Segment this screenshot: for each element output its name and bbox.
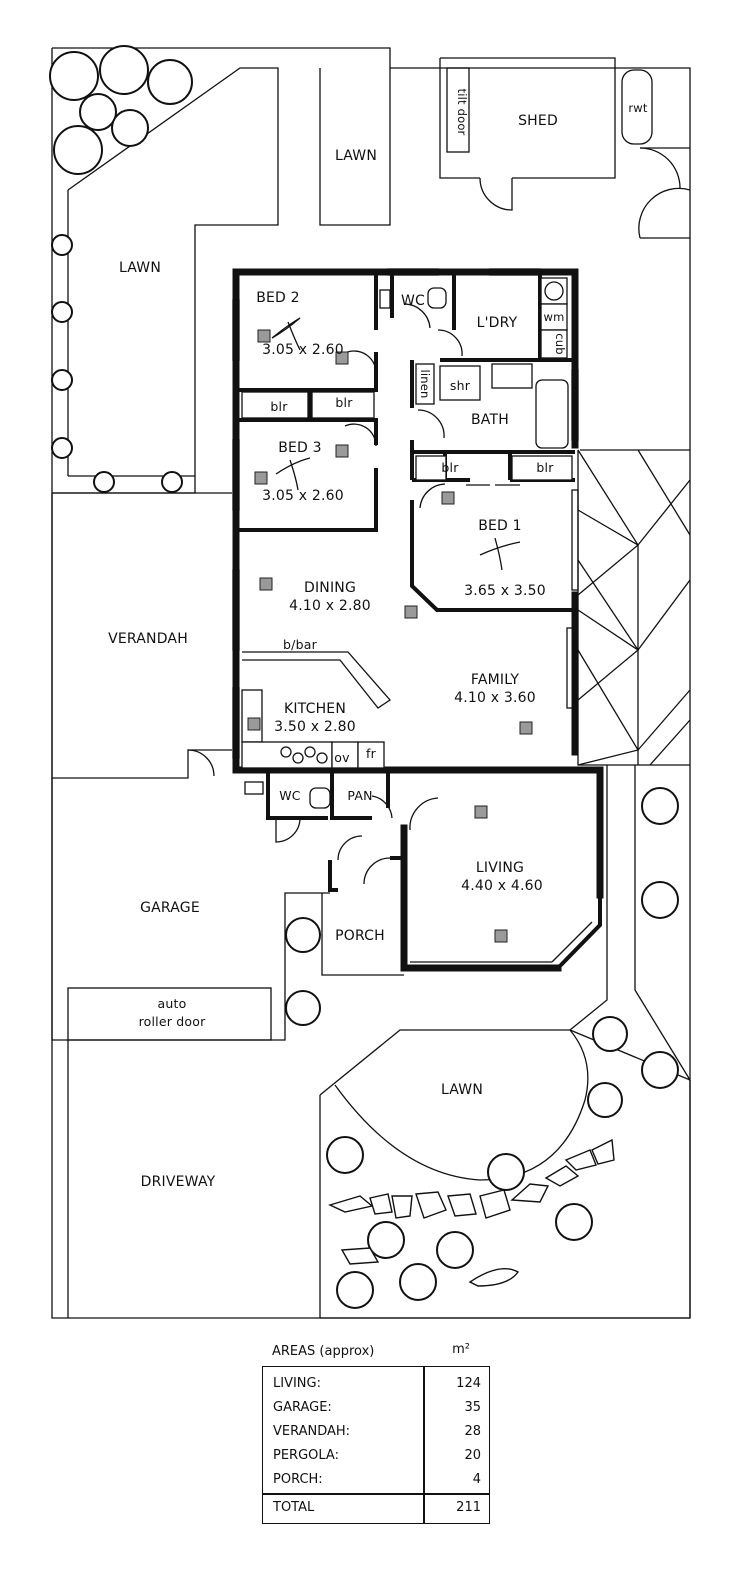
wc-lower-label: WC (279, 788, 301, 803)
areas-row-name: VERANDAH: (273, 1424, 351, 1439)
areas-total-value: 211 (456, 1500, 481, 1515)
pan-label: PAN (347, 788, 372, 803)
bed3-size: 3.05 x 2.60 (262, 488, 344, 504)
shed: SHED tilt door rwt (439, 57, 653, 211)
areas-total-row: TOTAL 211 (263, 1497, 489, 1521)
room-labels: LAWN LAWN BED 2 3.05 x 2.60 WC L'DRY wm … (108, 148, 567, 1190)
dining-label: DINING (304, 580, 356, 596)
bed1-label: BED 1 (478, 518, 522, 534)
rwt-label: rwt (628, 101, 648, 115)
blr-bed2b-label: blr (335, 395, 353, 410)
areas-row-value: 20 (464, 1448, 481, 1463)
areas-divider (423, 1367, 425, 1523)
areas-box: LIVING: 124 GARAGE: 35 VERANDAH: 28 PERG… (262, 1366, 490, 1524)
shr-label: shr (450, 378, 471, 393)
lawn-left-label: LAWN (119, 260, 161, 276)
areas-table: AREAS (approx) m² LIVING: 124 GARAGE: 35… (262, 1340, 490, 1524)
fr-label: fr (366, 746, 377, 761)
porch-label: PORCH (335, 928, 385, 944)
bath-label: BATH (471, 412, 509, 428)
verandah-label: VERANDAH (108, 631, 188, 647)
roller-door-label-1: auto (158, 996, 187, 1011)
areas-unit: m² (452, 1342, 470, 1357)
wm-label: wm (543, 310, 564, 324)
pergola (577, 449, 691, 766)
bbar-label: b/bar (283, 637, 318, 652)
shed-label: SHED (518, 113, 558, 129)
driveway-label: DRIVEWAY (141, 1174, 216, 1190)
blr-bed1a-label: blr (441, 460, 459, 475)
areas-row: VERANDAH: 28 (263, 1421, 489, 1445)
fixtures (241, 277, 573, 809)
living-label: LIVING (476, 860, 524, 876)
areas-row-value: 4 (472, 1472, 481, 1487)
areas-row-name: PORCH: (273, 1472, 323, 1487)
trees (49, 45, 679, 1309)
areas-row-value: 35 (464, 1400, 481, 1415)
bed2-label: BED 2 (256, 290, 300, 306)
wc-upper-label: WC (401, 293, 425, 309)
areas-row: PERGOLA: 20 (263, 1445, 489, 1469)
blr-bed2a-label: blr (270, 399, 288, 414)
areas-row-value: 124 (456, 1376, 481, 1391)
tilt-door-label: tilt door (455, 89, 469, 136)
bed3-label: BED 3 (278, 440, 322, 456)
site-lines (51, 47, 691, 1319)
living-size: 4.40 x 4.60 (461, 878, 543, 894)
areas-title: AREAS (approx) (272, 1344, 375, 1359)
vents (247, 329, 533, 943)
blr-bed1b-label: blr (536, 460, 554, 475)
ceiling-fans (271, 317, 521, 571)
areas-row-name: GARAGE: (273, 1400, 332, 1415)
linen-label: linen (418, 369, 432, 398)
lawn-top-label: LAWN (335, 148, 377, 164)
areas-total-name: TOTAL (273, 1500, 315, 1515)
dining-size: 4.10 x 2.80 (289, 598, 371, 614)
rockery (328, 1138, 615, 1287)
family-size: 4.10 x 3.60 (454, 690, 536, 706)
cub-label: cub (553, 333, 567, 355)
roller-door-label-2: roller door (139, 1014, 206, 1029)
kitchen-label: KITCHEN (284, 701, 346, 717)
garage-label: GARAGE (140, 900, 200, 916)
doors-windows (187, 268, 579, 885)
areas-row-name: LIVING: (273, 1376, 321, 1391)
areas-row: LIVING: 124 (263, 1373, 489, 1397)
areas-row-value: 28 (464, 1424, 481, 1439)
bed2-size: 3.05 x 2.60 (262, 342, 344, 358)
areas-row-name: PERGOLA: (273, 1448, 339, 1463)
ov-label: ov (334, 750, 350, 765)
areas-total-rule (263, 1493, 489, 1495)
laundry-label: L'DRY (477, 315, 518, 331)
areas-row: GARAGE: 35 (263, 1397, 489, 1421)
lawn-front-label: LAWN (441, 1082, 483, 1098)
areas-row: PORCH: 4 (263, 1469, 489, 1493)
house-walls (232, 268, 604, 976)
family-label: FAMILY (471, 672, 519, 688)
kitchen-size: 3.50 x 2.80 (274, 719, 356, 735)
bed1-size: 3.65 x 3.50 (464, 583, 546, 599)
